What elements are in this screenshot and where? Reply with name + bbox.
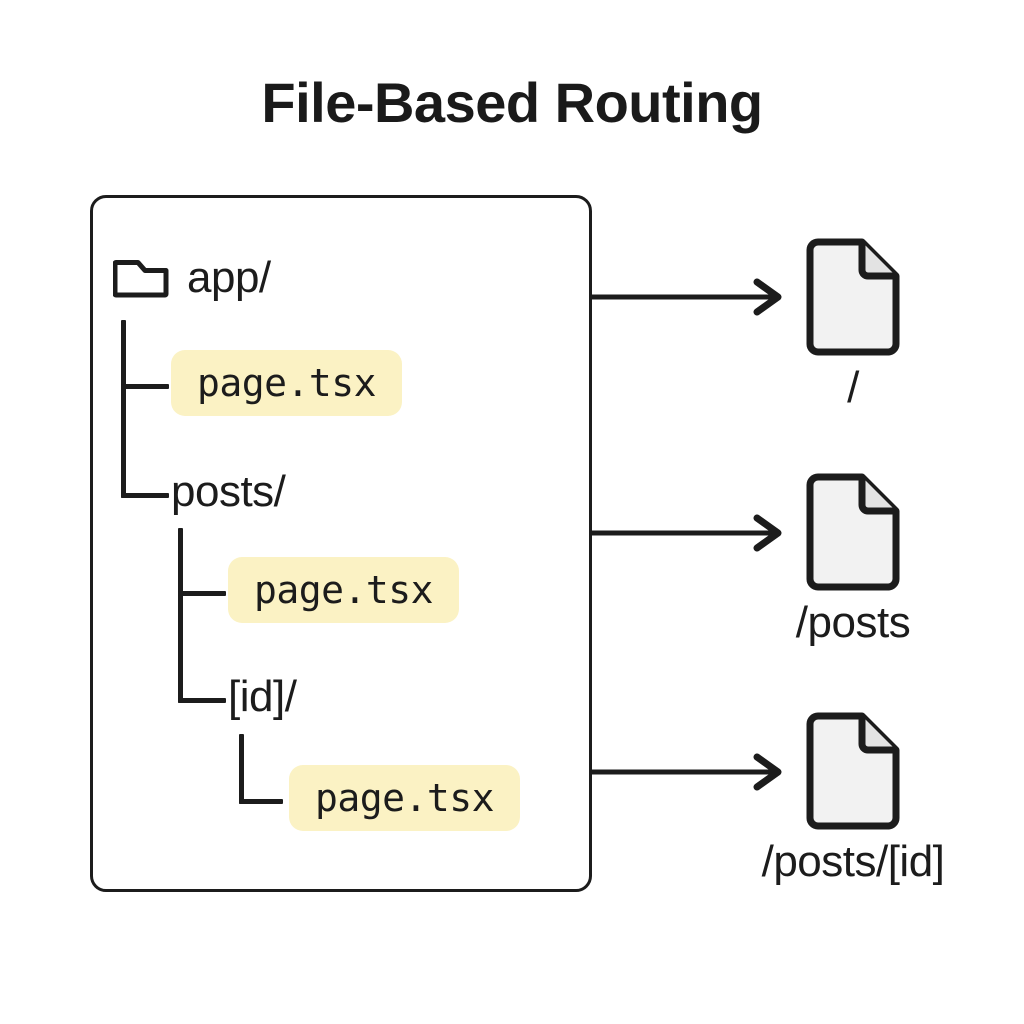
file-chip-id-page: page.tsx bbox=[289, 765, 521, 831]
route-label-posts: /posts bbox=[795, 598, 911, 647]
file-chip-posts-page: page.tsx bbox=[228, 557, 460, 623]
tree-row-posts[interactable]: posts/ bbox=[171, 467, 286, 516]
tree-branch-posts-id bbox=[178, 698, 226, 703]
tree-label-id: [id]/ bbox=[228, 672, 297, 721]
document-icon bbox=[806, 473, 900, 591]
tree-trunk-level1 bbox=[121, 320, 126, 498]
arrow-to-posts-route bbox=[589, 513, 792, 558]
tree-row-app[interactable]: app/ bbox=[113, 256, 271, 300]
route-output-post-id[interactable]: /posts/[id] bbox=[762, 712, 945, 884]
route-label-root: / bbox=[847, 363, 859, 412]
tree-row-id[interactable]: [id]/ bbox=[228, 672, 297, 721]
file-chip-app-page: page.tsx bbox=[171, 350, 403, 416]
folder-icon bbox=[113, 257, 169, 299]
tree-row-app-page[interactable]: page.tsx bbox=[171, 350, 403, 416]
page-title: File-Based Routing bbox=[261, 71, 763, 134]
arrow-to-root-route bbox=[589, 277, 792, 322]
document-icon bbox=[806, 712, 900, 830]
document-icon bbox=[806, 238, 900, 356]
tree-trunk-level2 bbox=[178, 528, 183, 703]
route-output-root[interactable]: / bbox=[806, 238, 900, 410]
tree-row-id-page[interactable]: page.tsx bbox=[289, 765, 521, 831]
tree-trunk-level3 bbox=[239, 734, 244, 804]
tree-label-app: app/ bbox=[187, 253, 271, 302]
tree-branch-app-posts bbox=[121, 493, 169, 498]
route-output-posts[interactable]: /posts bbox=[796, 473, 911, 645]
tree-branch-posts-page bbox=[178, 591, 226, 596]
tree-branch-app-page bbox=[121, 384, 169, 389]
route-label-post-id: /posts/[id] bbox=[761, 837, 945, 886]
tree-branch-id-page bbox=[239, 799, 283, 804]
tree-row-posts-page[interactable]: page.tsx bbox=[228, 557, 460, 623]
file-tree-container: app/ page.tsx posts/ page.tsx [id]/ page… bbox=[90, 195, 592, 892]
arrow-to-post-id-route bbox=[589, 752, 792, 797]
tree-label-posts: posts/ bbox=[171, 467, 286, 516]
